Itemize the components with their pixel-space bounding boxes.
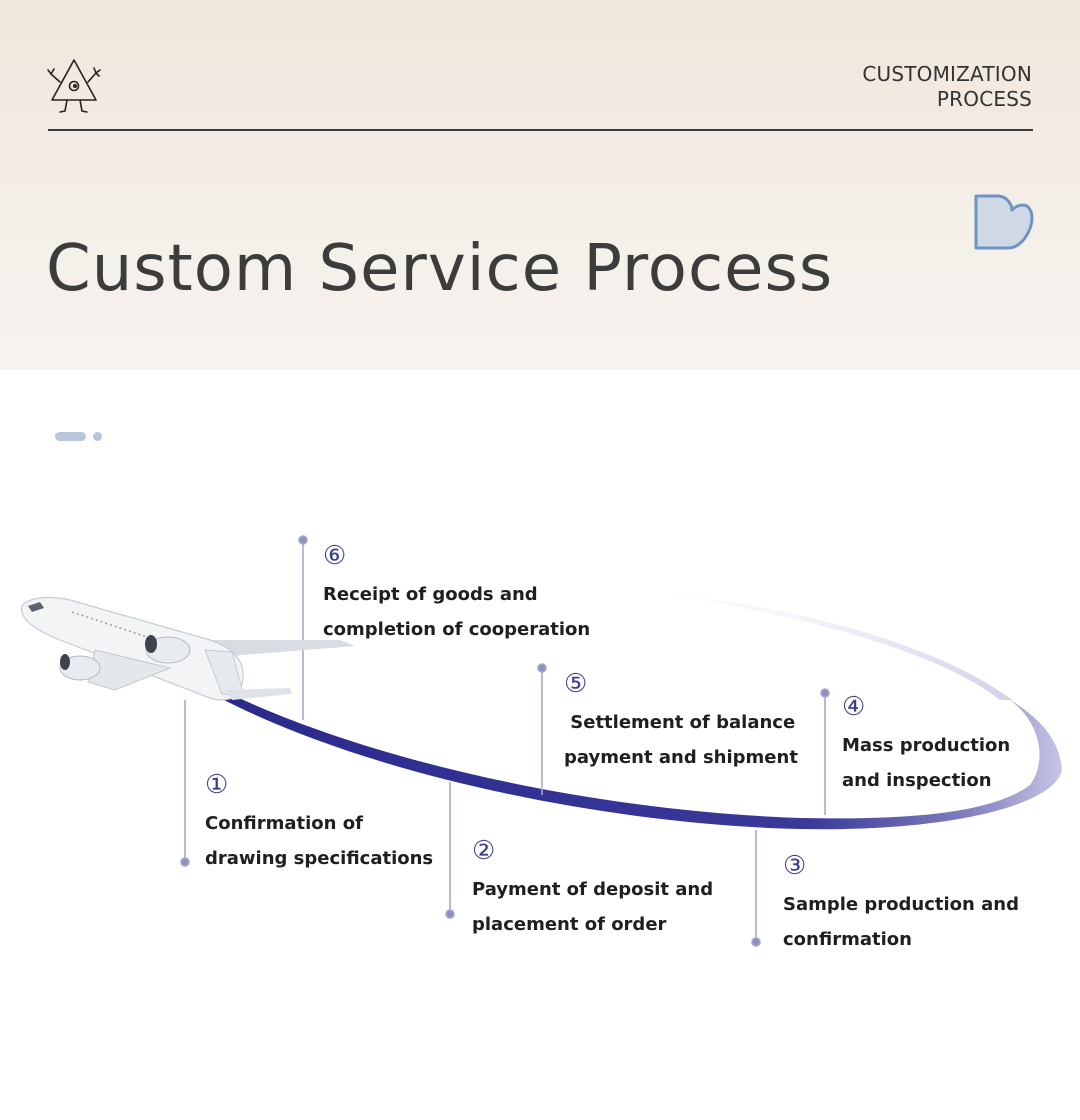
connector-dot-6 [298,535,308,545]
step-text-line-1: Confirmation of [205,813,363,834]
heart-icon [974,194,1034,250]
step-text-line-2: drawing specifications [205,848,434,869]
step-text-line-2: completion of cooperation [323,619,591,640]
brand-line-1: CUSTOMIZATION [862,62,1032,86]
step-text-line-1: Receipt of goods and [323,584,538,605]
step-text-line-1: Mass production [842,735,1011,756]
step-text-line-2: confirmation [783,929,912,950]
connector-dot-5 [537,663,547,673]
step-text-line-2: and inspection [842,770,992,791]
connector-dot-1 [180,857,190,867]
step-number: ① [205,770,229,800]
step-text-line-2: payment and shipment [564,747,798,768]
decorative-bar [55,432,86,441]
step-6: ⑥ Receipt of goods and completion of coo… [323,541,590,647]
page-title: Custom Service Process [46,232,834,306]
step-text-line-1: Sample production and [783,894,1019,915]
step-number: ② [472,836,496,866]
airplane-icon [21,596,355,701]
step-text-line-1: Payment of deposit and [472,879,714,900]
brand-line-2: PROCESS [936,87,1032,111]
step-number: ④ [842,692,866,722]
step-number: ⑤ [564,669,588,699]
header-banner: CUSTOMIZATION PROCESS Custom Service Pro… [0,0,1080,370]
step-number: ③ [783,851,807,881]
step-text-line-2: placement of order [472,914,667,935]
connector-dot-4 [820,688,830,698]
decorative-dot [93,432,102,441]
step-4: ④ Mass production and inspection [842,692,1010,798]
step-2: ② Payment of deposit and placement of or… [472,836,713,942]
triangle-eye-mascot-icon [47,59,101,113]
brand-label: CUSTOMIZATION PROCESS [862,62,1032,112]
header-divider [48,129,1033,131]
step-text-line-1: Settlement of balance [564,712,796,733]
step-1: ① Confirmation of drawing specifications [205,770,433,876]
connector-dot-3 [751,937,761,947]
step-5: ⑤ Settlement of balance payment and ship… [564,669,798,775]
step-3: ③ Sample production and confirmation [783,851,1019,957]
step-number: ⑥ [323,541,347,571]
connector-dot-2 [445,909,455,919]
